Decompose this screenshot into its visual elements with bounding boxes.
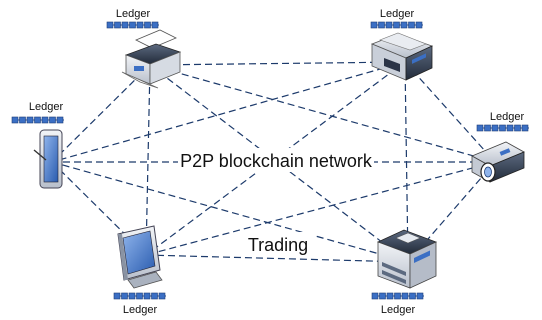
ledger-label: Ledger <box>490 111 525 123</box>
edge-projector-monitor <box>145 161 496 256</box>
ledger-scanner: Ledger <box>370 8 424 29</box>
ledger-blocks <box>370 21 424 29</box>
ledger-label: Ledger <box>123 304 158 316</box>
edge-scanner-monitor <box>145 61 406 256</box>
center-label-bg <box>178 148 374 172</box>
network-label: P2P blockchain network <box>180 151 373 171</box>
ledger-monitor: Ledger <box>113 292 167 316</box>
edge-monitor-copier <box>145 254 409 263</box>
trading-label: Trading <box>248 235 308 255</box>
edge-printer-copier <box>149 64 409 263</box>
ledger-blocks <box>106 21 160 29</box>
tablet-icon <box>33 129 63 189</box>
ledger-label: Ledger <box>380 8 415 20</box>
ledger-label: Ledger <box>29 101 64 113</box>
ledger-projector: Ledger <box>476 111 530 132</box>
edge-scanner-tablet <box>51 61 406 163</box>
ledger-printer: Ledger <box>106 8 160 29</box>
edge-printer-projector <box>149 64 496 163</box>
edge-printer-scanner <box>149 61 406 66</box>
ledger-label: Ledger <box>381 304 416 316</box>
printer-icon <box>121 29 182 89</box>
trading-label-bg <box>240 232 316 256</box>
ledger-blocks <box>476 124 530 132</box>
monitor-icon <box>117 225 163 289</box>
ledger-label: Ledger <box>116 8 151 20</box>
scanner-icon <box>370 32 434 81</box>
edge-printer-tablet <box>51 64 151 163</box>
edge-tablet-copier <box>51 161 409 263</box>
edge-printer-monitor <box>145 64 151 256</box>
ledger-blocks <box>113 292 167 300</box>
multifunction-copier-icon <box>376 229 438 289</box>
edge-scanner-projector <box>404 61 496 163</box>
ledger-copier: Ledger <box>371 292 425 316</box>
projector-icon <box>471 141 525 183</box>
ledger-blocks <box>371 292 425 300</box>
ledger-tablet: Ledger <box>11 101 65 124</box>
ledger-blocks <box>11 116 65 124</box>
